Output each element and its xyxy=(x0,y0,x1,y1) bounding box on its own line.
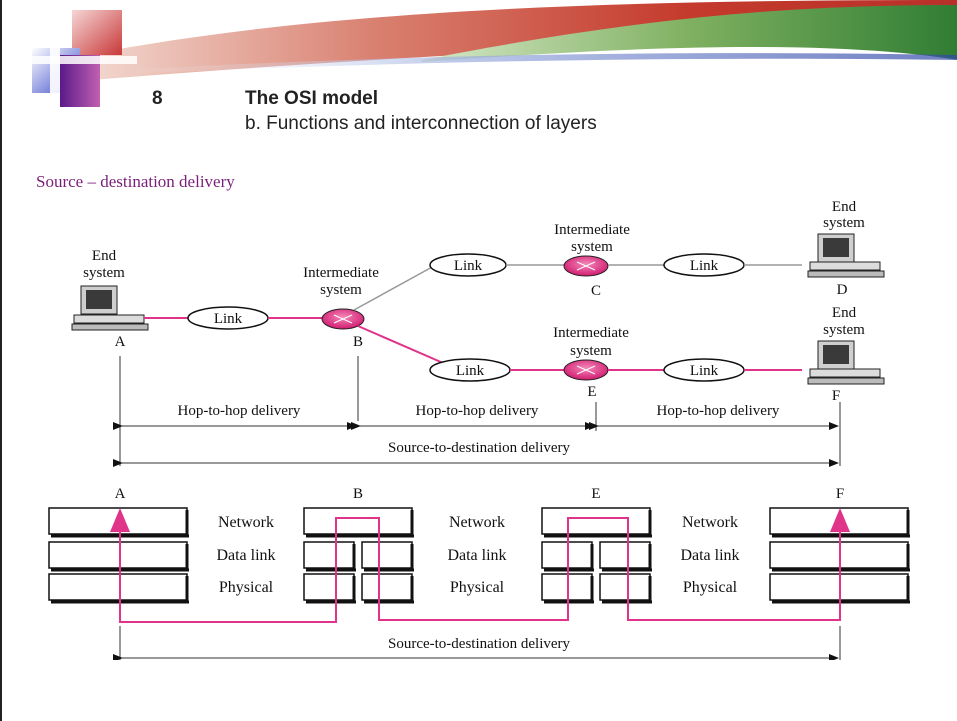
layer-physical-label-3: Physical xyxy=(683,579,738,596)
layer-network-label-1: Network xyxy=(218,514,274,531)
node-f-label: F xyxy=(832,388,840,404)
slide-title: The OSI model xyxy=(245,88,379,109)
router-b-icon xyxy=(321,308,365,330)
computer-a-icon xyxy=(71,285,149,331)
router-c-icon xyxy=(563,255,609,277)
source-to-destination-top-label: Source-to-destination delivery xyxy=(388,440,571,456)
svg-text:Link: Link xyxy=(456,363,485,379)
layer-physical-label-2: Physical xyxy=(450,579,505,596)
source-to-destination-bottom-label: Source-to-destination delivery xyxy=(388,636,571,652)
layer-network-label-3: Network xyxy=(682,514,738,531)
computer-d-icon xyxy=(807,233,885,278)
computer-f-icon xyxy=(807,340,885,385)
layer-station-e-label: E xyxy=(591,486,600,502)
hop-delivery-1-label: Hop-to-hop delivery xyxy=(178,403,301,419)
svg-text:Link: Link xyxy=(454,258,483,274)
layer-datalink-label-1: Data link xyxy=(216,547,275,564)
node-b-label: B xyxy=(353,334,363,350)
svg-text:Link: Link xyxy=(690,363,719,379)
link-a-b: Link xyxy=(187,306,269,330)
node-d-label: D xyxy=(837,282,848,298)
section-heading: Source – destination delivery xyxy=(36,172,235,191)
router-e-icon xyxy=(563,359,609,381)
hop-delivery-2-label: Hop-to-hop delivery xyxy=(416,403,539,419)
svg-text:Link: Link xyxy=(690,258,719,274)
layer-datalink-label-2: Data link xyxy=(447,547,506,564)
node-c-label: C xyxy=(591,283,601,299)
hop-delivery-3-label: Hop-to-hop delivery xyxy=(657,403,780,419)
node-a-label: A xyxy=(115,334,126,350)
layer-station-a-label: A xyxy=(115,486,126,502)
layer-station-b-label: B xyxy=(353,486,363,502)
link-b-e: Link xyxy=(429,358,511,382)
link-e-f: Link xyxy=(663,358,745,382)
layer-station-f-label: F xyxy=(836,486,844,502)
layer-network-label-2: Network xyxy=(449,514,505,531)
link-c-d: Link xyxy=(663,253,745,277)
link-b-c: Link xyxy=(429,253,507,277)
station-b-stack xyxy=(303,507,414,604)
svg-text:Link: Link xyxy=(214,311,243,327)
slide-number: 8 xyxy=(152,88,163,109)
layer-datalink-label-3: Data link xyxy=(680,547,739,564)
station-e-stack xyxy=(541,507,652,604)
slide-subtitle: b. Functions and interconnection of laye… xyxy=(245,113,597,134)
header-decoration xyxy=(27,0,957,108)
node-e-label: E xyxy=(587,384,596,400)
layer-physical-label-1: Physical xyxy=(219,579,274,596)
